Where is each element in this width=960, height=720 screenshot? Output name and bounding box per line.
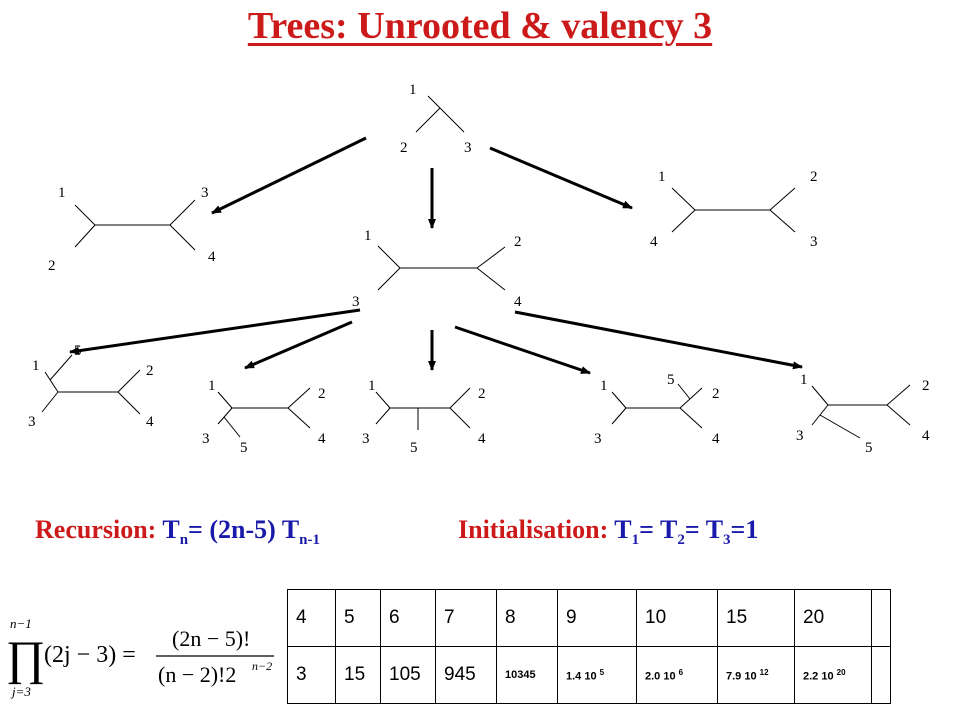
root-label-left: 2 — [400, 140, 408, 156]
t5-4-d: 4 — [712, 431, 720, 447]
t5-1-new: 5 — [74, 343, 82, 359]
tree-5-3 — [375, 387, 471, 430]
t5-2-d: 4 — [318, 431, 326, 447]
table-cell: 945 — [435, 646, 497, 704]
t5-3-a: 1 — [368, 378, 376, 394]
tree-5-5 — [811, 384, 911, 439]
t4a-b: 3 — [201, 185, 209, 201]
formula-numerator: (2n − 5)! — [172, 626, 250, 651]
t5-1-a: 1 — [32, 358, 40, 374]
table-cell: 1.4 10 5 — [557, 646, 637, 704]
t4b-d: 4 — [514, 294, 522, 310]
arrows — [69, 136, 803, 375]
table-cell: 15 — [717, 589, 795, 647]
prod-symbol: ∏ — [6, 632, 46, 685]
table-cell: 4 — [287, 589, 336, 647]
t5-5-new: 5 — [865, 440, 873, 456]
t4c-d: 3 — [810, 234, 818, 250]
table-cell: 105 — [380, 646, 436, 704]
t4c-b: 2 — [810, 169, 818, 185]
table-cell — [871, 646, 891, 704]
tree-count-table: 4 5 6 7 8 9 10 15 20 3 15 105 945 10345 … — [287, 589, 891, 704]
table-cell: 7 — [435, 589, 497, 647]
tree-5-4 — [611, 383, 703, 429]
t5-2-c: 3 — [202, 431, 210, 447]
table-cell: 10 — [636, 589, 718, 647]
product-formula: n−1 ∏ j=3 (2j − 3) = (2n − 5)! (n − 2)!2… — [6, 616, 274, 699]
root-tree — [415, 95, 465, 133]
t5-1-d: 4 — [146, 414, 154, 430]
table-cell — [871, 589, 891, 647]
t5-1-c: 3 — [28, 414, 36, 430]
t4b-a: 1 — [364, 228, 372, 244]
tree-4-center — [377, 245, 506, 291]
t5-1-b: 2 — [146, 363, 154, 379]
t4b-c: 3 — [352, 294, 360, 310]
t4b-b: 2 — [514, 234, 522, 250]
prod-term: (2j − 3) = — [44, 642, 136, 668]
t4a-c: 2 — [48, 258, 56, 274]
table-cell: 20 — [794, 589, 872, 647]
tree-5-1 — [41, 354, 141, 415]
table-cell: 5 — [335, 589, 381, 647]
recursion-formula: Recursion: Tn= (2n-5) Tn-1 — [35, 515, 321, 549]
table-cell: 2.0 10 6 — [636, 646, 718, 704]
t5-3-new: 5 — [410, 440, 418, 456]
root-label-top: 1 — [409, 82, 417, 98]
t5-5-a: 1 — [800, 372, 808, 388]
t4c-a: 1 — [658, 169, 666, 185]
formula-denominator: (n − 2)!2 — [158, 662, 236, 687]
t4c-c: 4 — [650, 234, 658, 250]
t5-5-b: 2 — [922, 378, 930, 394]
t5-3-c: 3 — [362, 431, 370, 447]
t4a-a: 1 — [58, 185, 66, 201]
table-row-counts: 3 15 105 945 10345 1.4 10 5 2.0 10 6 7.9… — [287, 646, 891, 704]
tree-5-2 — [217, 387, 311, 438]
table-cell: 3 — [287, 646, 336, 704]
slide-title: Trees: Unrooted & valency 3 — [247, 5, 713, 47]
root-label-right: 3 — [464, 140, 472, 156]
table-cell: 15 — [335, 646, 381, 704]
tree-4-left — [74, 199, 196, 251]
tree-4-right — [671, 187, 796, 233]
initialisation-formula: Initialisation: T1= T2= T3=1 — [458, 515, 759, 549]
t5-3-d: 4 — [478, 431, 486, 447]
formula-den-exponent: n−2 — [252, 659, 272, 673]
table-cell: 9 — [557, 589, 637, 647]
table-cell: 10345 — [496, 646, 558, 704]
prod-upper-limit: n−1 — [10, 616, 32, 631]
t5-4-c: 3 — [594, 431, 602, 447]
tree-diagram: 1 2 3 1 3 2 4 1 2 3 4 1 2 4 3 5 1 2 3 4 … — [28, 82, 930, 456]
t5-4-a: 1 — [600, 378, 608, 394]
t5-2-new: 5 — [240, 440, 248, 456]
t5-5-c: 3 — [796, 428, 804, 444]
table-cell: 8 — [496, 589, 558, 647]
t5-5-d: 4 — [922, 428, 930, 444]
prod-lower-limit: j=3 — [10, 684, 31, 699]
table-cell: 2.2 10 20 — [794, 646, 872, 704]
t5-4-b: 2 — [712, 386, 720, 402]
t5-2-a: 1 — [208, 378, 216, 394]
table-cell: 7.9 10 12 — [717, 646, 795, 704]
table-row-n: 4 5 6 7 8 9 10 15 20 — [287, 589, 891, 647]
t5-4-new: 5 — [667, 372, 675, 388]
table-cell: 6 — [380, 589, 436, 647]
t5-3-b: 2 — [478, 386, 486, 402]
t5-2-b: 2 — [318, 386, 326, 402]
t4a-d: 4 — [208, 249, 216, 265]
